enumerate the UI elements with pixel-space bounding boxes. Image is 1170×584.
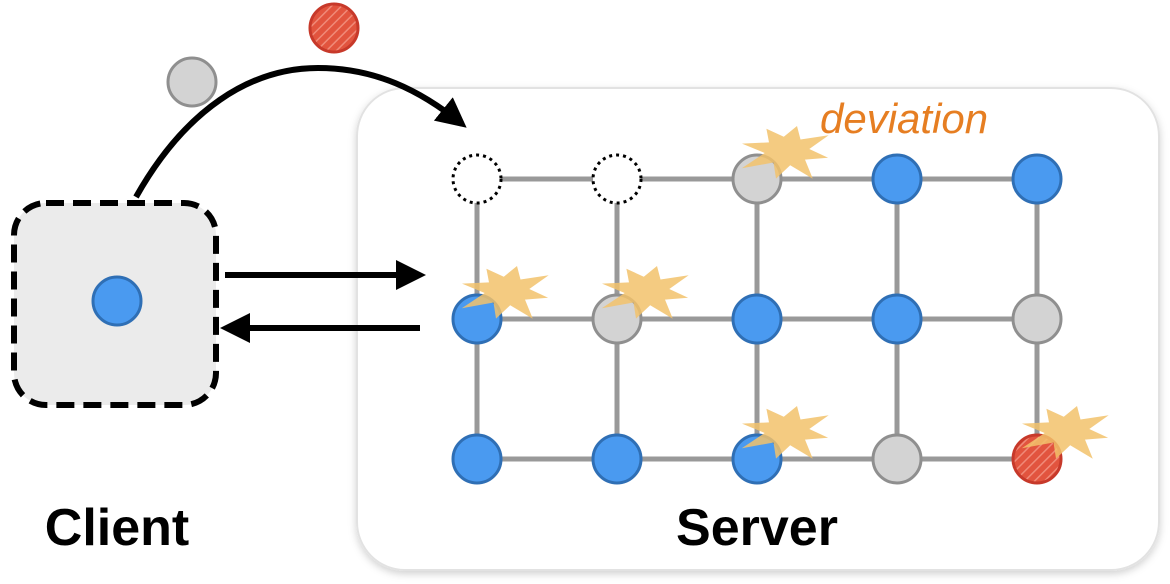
- grid-node-active: [1011, 153, 1063, 205]
- deviation-burst: [601, 266, 689, 319]
- deviation-label: deviation: [820, 95, 988, 142]
- upload-arrow: [133, 64, 467, 199]
- grid-node-active: [451, 433, 503, 485]
- grid-node-empty: [591, 153, 643, 205]
- grid-node-active: [731, 293, 783, 345]
- client-label: Client: [45, 499, 189, 557]
- grid-node-empty: [451, 153, 503, 205]
- deviation-bursts: [461, 126, 1109, 459]
- grid-node-active: [871, 293, 923, 345]
- transit-node-inactive: [166, 56, 218, 108]
- client-node: [91, 275, 143, 327]
- deviation-burst: [741, 406, 829, 459]
- transit-node-flagged: [308, 2, 360, 54]
- deviation-burst: [741, 126, 829, 179]
- grid-node-active: [871, 153, 923, 205]
- deviation-burst: [1021, 406, 1109, 459]
- grid-node-inactive: [1011, 293, 1063, 345]
- grid-node-active: [591, 433, 643, 485]
- deviation-burst: [461, 266, 549, 319]
- server-label: Server: [676, 499, 838, 557]
- grid-node-inactive: [871, 433, 923, 485]
